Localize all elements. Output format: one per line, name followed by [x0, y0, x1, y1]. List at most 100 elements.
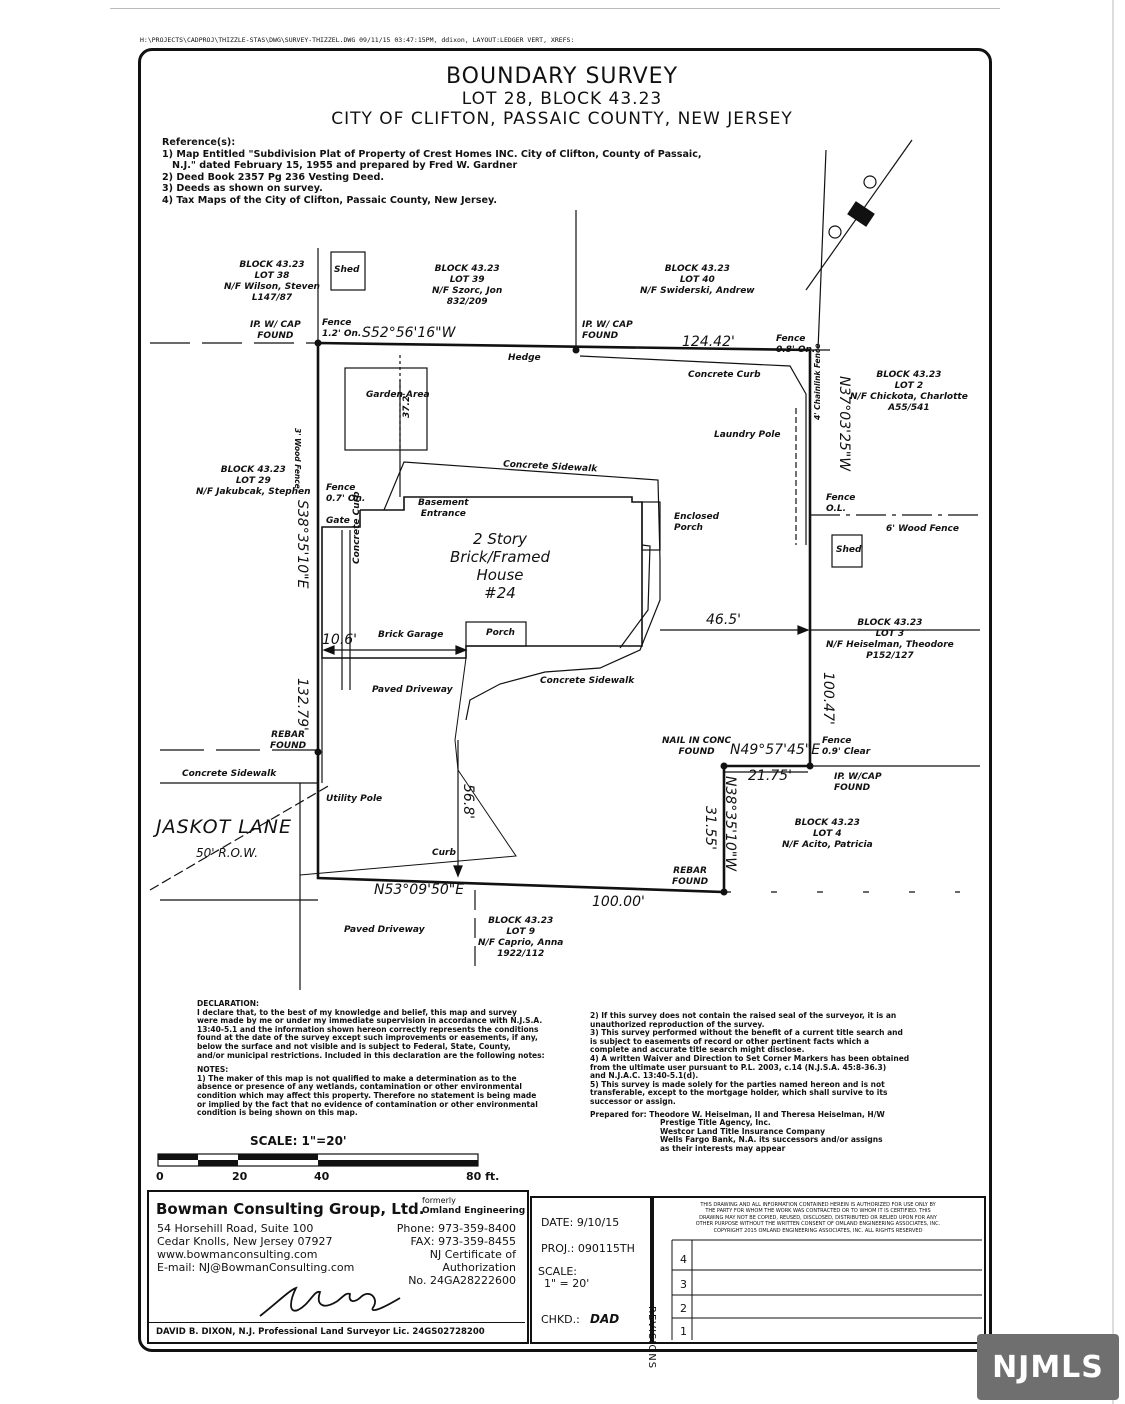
checked-initials: DAD [590, 1312, 620, 1326]
survey-title: BOUNDARY SURVEY [445, 64, 679, 89]
notes-heading: NOTES: [197, 1065, 229, 1075]
distance-bottom: 100.00' [592, 894, 645, 910]
scale-tick: 40 [314, 1170, 330, 1183]
surveyor-divider [147, 1322, 525, 1323]
scan-edge-right [1112, 0, 1114, 1404]
copyright-notice: THIS DRAWING AND ALL INFORMATION CONTAIN… [695, 1202, 941, 1234]
distance-left: 132.79' [294, 678, 310, 731]
notes-right-block: 2) If this survey does not contain the r… [590, 1011, 940, 1154]
garden-label: Garden Area [366, 390, 430, 400]
file-path-line: H:\PROJECTS\CADPROJ\THIZZLE-STAS\DWG\SUR… [140, 36, 575, 44]
shed-label: Shed [334, 265, 360, 275]
revision-number: 1 [680, 1325, 687, 1338]
dimension-label: 21.75' [748, 768, 792, 784]
references: Reference(s): 1) Map Entitled "Subdivisi… [162, 137, 702, 206]
surveyor-license: DAVID B. DIXON, N.J. Professional Land S… [156, 1327, 485, 1337]
dimension-label: 46.5' [706, 612, 742, 628]
concrete-curb-label: Concrete Curb [688, 370, 761, 380]
concrete-sidewalk-label: Concrete Sidewalk [540, 676, 635, 686]
company-contact: Phone: 973-359-8400 FAX: 973-359-8455 NJ… [396, 1222, 516, 1287]
revision-number: 2 [680, 1302, 687, 1315]
concrete-curb-label: Concrete Curb [352, 491, 362, 564]
shed-label: Shed [836, 545, 862, 555]
surveyor-signature [259, 1286, 401, 1317]
revision-number: 4 [680, 1253, 687, 1266]
brick-garage-label: Brick Garage [378, 630, 444, 640]
revisions-grid [671, 1239, 982, 1340]
bearing-left: S38°35'10"E [294, 500, 310, 589]
bearing-right: N37°03'25"W [836, 376, 852, 472]
revisions-block [652, 1196, 986, 1344]
survey-sheet [138, 48, 992, 1352]
scale-bar [157, 1153, 479, 1167]
date-field: DATE: 9/10/15 [541, 1216, 620, 1229]
revisions-label: REVISIONS [646, 1306, 657, 1370]
dimension-label: 31.55' [702, 806, 718, 850]
survey-city: CITY OF CLIFTON, PASSAIC COUNTY, NEW JER… [331, 109, 793, 129]
chainlink-fence-label: 4' Chainlink Fence [813, 343, 822, 420]
scale-field-label: SCALE: [538, 1265, 577, 1278]
concrete-sidewalk-label: Concrete Sidewalk [182, 769, 277, 779]
dimension-label: 10.6' [322, 632, 358, 648]
revision-number: 3 [680, 1278, 687, 1291]
prepared-for: Prepared for: Theodore W. Heiselman, II … [590, 1109, 885, 1119]
njmls-watermark: NJMLS [977, 1334, 1119, 1400]
gate-label: Gate [326, 516, 350, 526]
dimension-label: 56.8' [460, 784, 476, 820]
company-block [147, 1190, 529, 1344]
utility-pole-label: Utility Pole [326, 794, 383, 804]
scale-tick: 80 ft. [466, 1170, 500, 1183]
formerly-label: formerly [422, 1196, 456, 1205]
wood-fence-label: 3' Wood Fence [293, 428, 302, 489]
right-of-way-label: 50' R.O.W. [196, 846, 259, 860]
bearing-mid: N49°57'45"E [730, 742, 821, 758]
bearing-lower: N38°35'10"W [722, 776, 738, 872]
scale-tick: 0 [156, 1170, 164, 1183]
company-name: Bowman Consulting Group, Ltd. [156, 1200, 425, 1218]
reference-line: 1) Map Entitled "Subdivision Plat of Pro… [162, 148, 702, 160]
hedge-label: Hedge [508, 353, 541, 363]
paved-driveway-label: Paved Driveway [372, 685, 453, 695]
project-number: PROJ.: 090115TH [541, 1242, 635, 1255]
scale-label: SCALE: 1"=20' [250, 1134, 347, 1148]
curb-label: Curb [432, 848, 456, 858]
declaration-heading: DECLARATION: [197, 999, 259, 1008]
formerly-name: Omland Engineering [422, 1206, 526, 1216]
references-heading: Reference(s): [162, 137, 236, 148]
scale-field-value: 1" = 20' [544, 1277, 590, 1290]
laundry-pole-label: Laundry Pole [714, 430, 781, 440]
distance-top: 124.42' [682, 334, 735, 350]
paved-driveway-label: Paved Driveway [344, 925, 425, 935]
reference-line: 2) Deed Book 2357 Pg 236 Vesting Deed. [162, 171, 384, 183]
survey-lot: LOT 28, BLOCK 43.23 [461, 89, 663, 109]
reference-line: N.J." dated February 15, 1955 and prepar… [172, 160, 518, 171]
porch-label: Porch [486, 628, 515, 638]
project-info-block [530, 1196, 652, 1344]
dimension-label: 37.2' [402, 393, 412, 418]
street-name: JASKOT LANE [156, 816, 293, 838]
wood-fence-label: 6' Wood Fence [886, 524, 959, 534]
reference-line: 4) Tax Maps of the City of Clifton, Pass… [162, 194, 498, 206]
declaration-block: DECLARATION: I declare that, to the best… [197, 999, 577, 1118]
